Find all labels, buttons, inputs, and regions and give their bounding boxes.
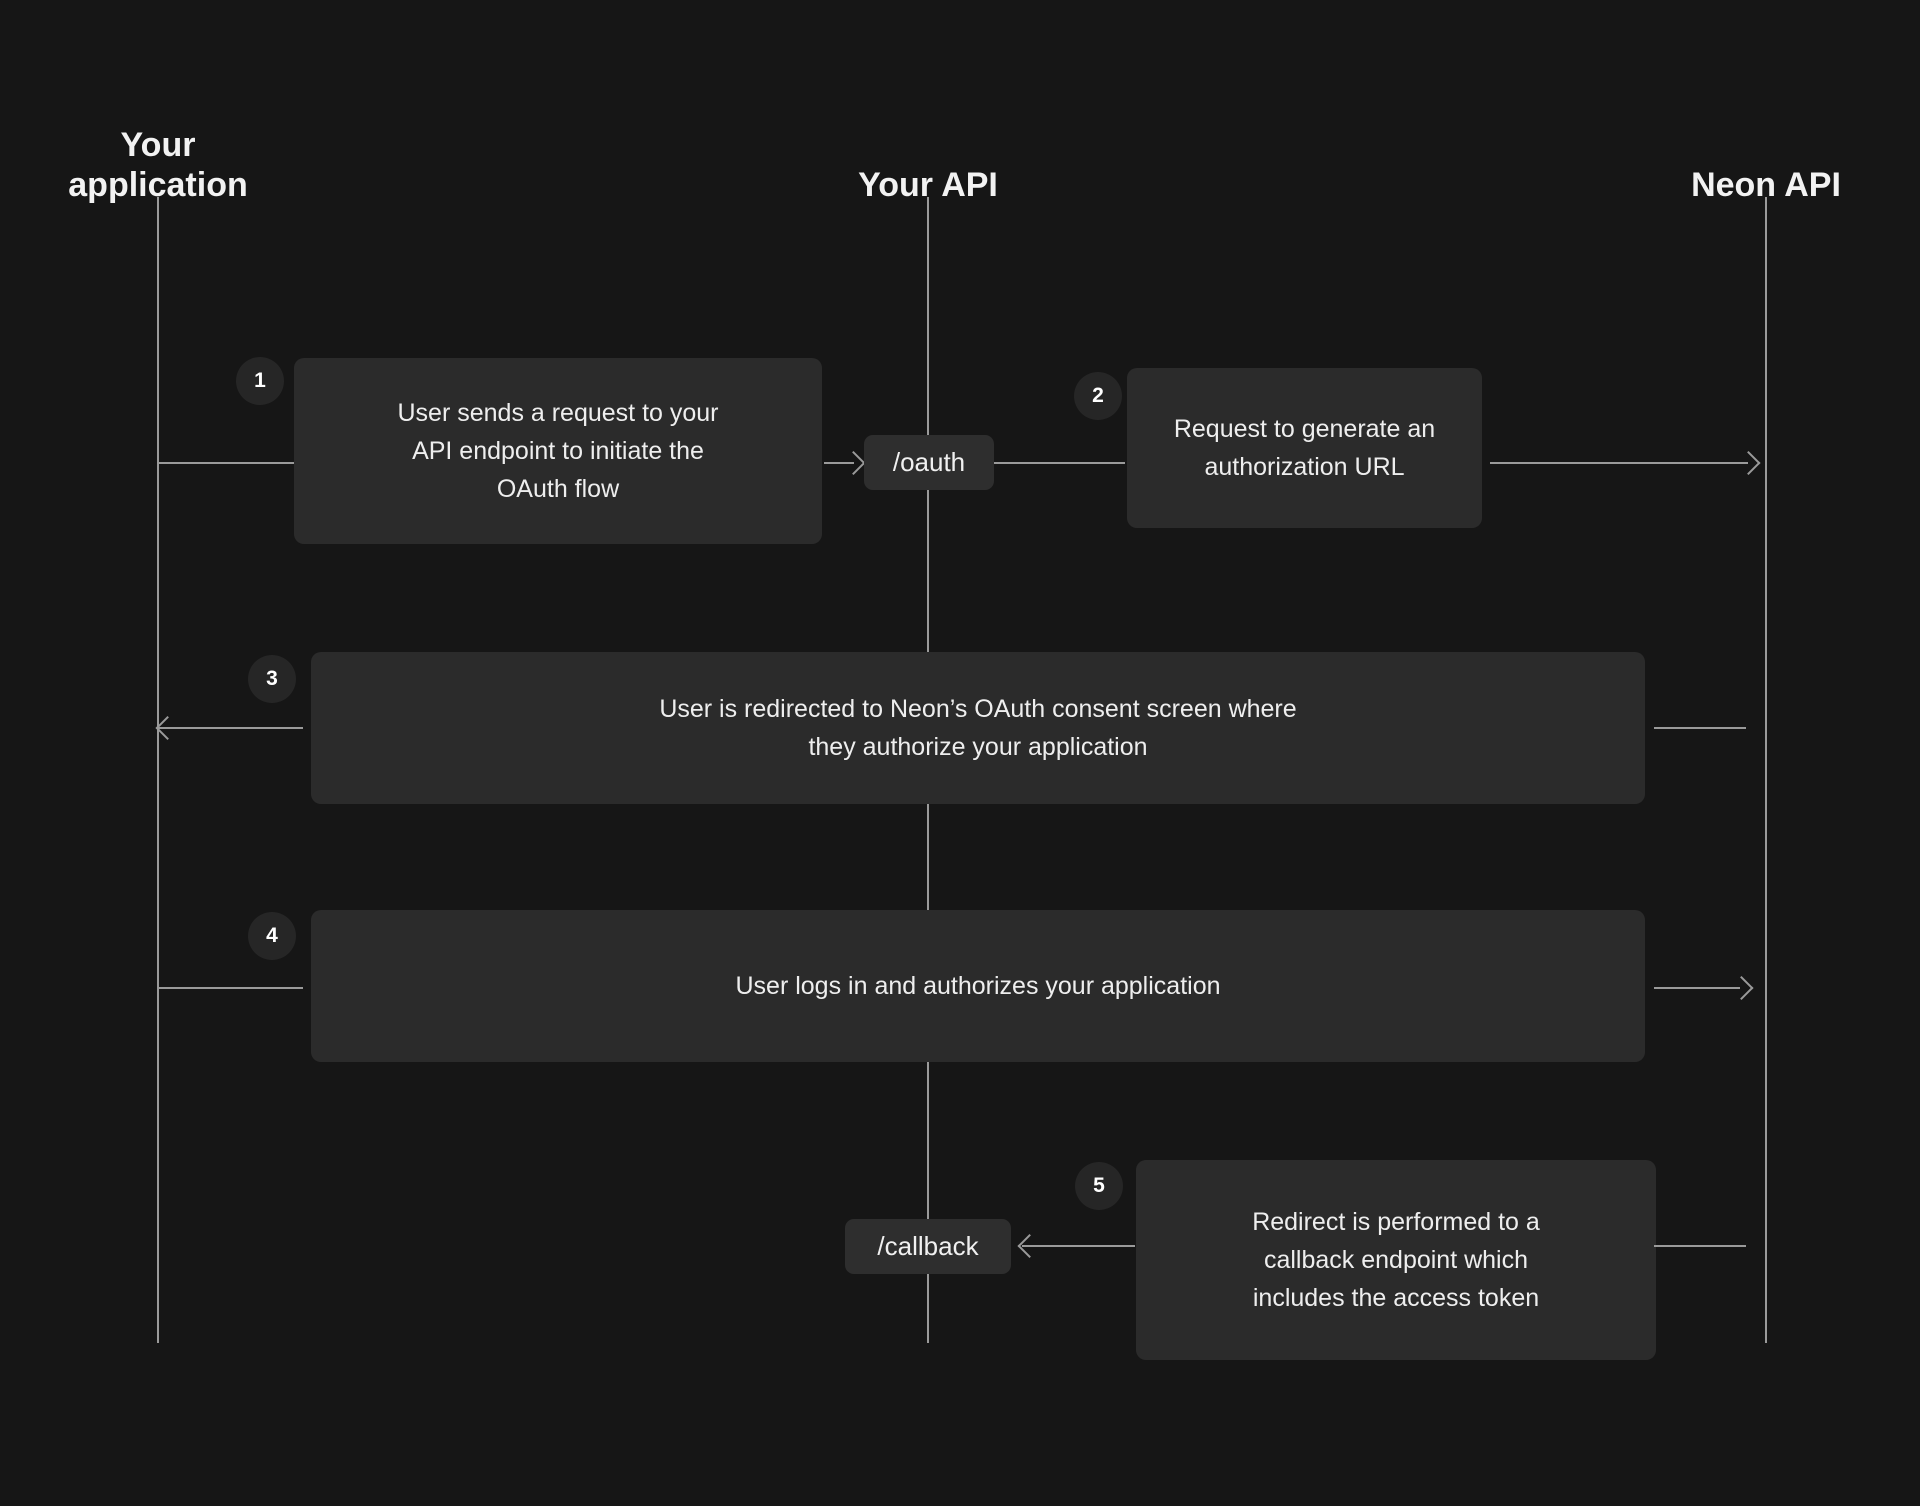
connector-step-2-right	[1490, 462, 1748, 464]
connector-step-1-left	[158, 462, 294, 464]
arrowhead-step-4	[1729, 975, 1754, 1001]
message-text-step-4: User logs in and authorizes your applica…	[735, 972, 1221, 1000]
step-badge-3: 3	[248, 655, 296, 703]
message-text-step-5: Redirect is performed to a callback endp…	[1252, 1208, 1540, 1312]
step-badge-1: 1	[236, 357, 284, 405]
connector-step-5-right	[1654, 1245, 1746, 1247]
participant-your-api: Your API	[858, 166, 998, 204]
message-box-step-3: User is redirected to Neon’s OAuth conse…	[311, 652, 1645, 804]
step-badge-4: 4	[248, 912, 296, 960]
endpoint-pill-oauth[interactable]: /oauth	[864, 435, 994, 490]
arrowhead-step-2	[1736, 450, 1761, 476]
step-badge-2: 2	[1074, 372, 1122, 420]
lifeline-neon-api	[1765, 197, 1767, 1343]
endpoint-pill-callback[interactable]: /callback	[845, 1219, 1011, 1274]
connector-step-3-right	[1654, 727, 1746, 729]
arrowhead-step-1	[841, 450, 866, 476]
message-box-step-4: User logs in and authorizes your applica…	[311, 910, 1645, 1062]
connector-step-1-right	[824, 462, 854, 464]
message-text-step-3: User is redirected to Neon’s OAuth conse…	[659, 695, 1297, 761]
connector-step-4-right	[1654, 987, 1740, 989]
connector-step-2-left	[994, 462, 1125, 464]
participant-your-application: Your application	[68, 126, 248, 205]
participant-neon-api: Neon API	[1691, 166, 1841, 204]
connector-step-3-left	[158, 727, 303, 729]
message-box-step-5: Redirect is performed to a callback endp…	[1136, 1160, 1656, 1360]
arrowhead-step-3	[155, 715, 180, 741]
message-box-step-1: User sends a request to your API endpoin…	[294, 358, 822, 544]
message-text-step-2: Request to generate an authorization URL	[1173, 415, 1436, 481]
message-text-step-1: User sends a request to your API endpoin…	[397, 399, 719, 503]
lifeline-your-application	[157, 197, 159, 1343]
message-box-step-2: Request to generate an authorization URL	[1127, 368, 1482, 528]
connector-step-5-left	[1022, 1245, 1135, 1247]
arrowhead-step-5	[1017, 1233, 1042, 1259]
step-badge-5: 5	[1075, 1162, 1123, 1210]
connector-step-4-left	[158, 987, 303, 989]
